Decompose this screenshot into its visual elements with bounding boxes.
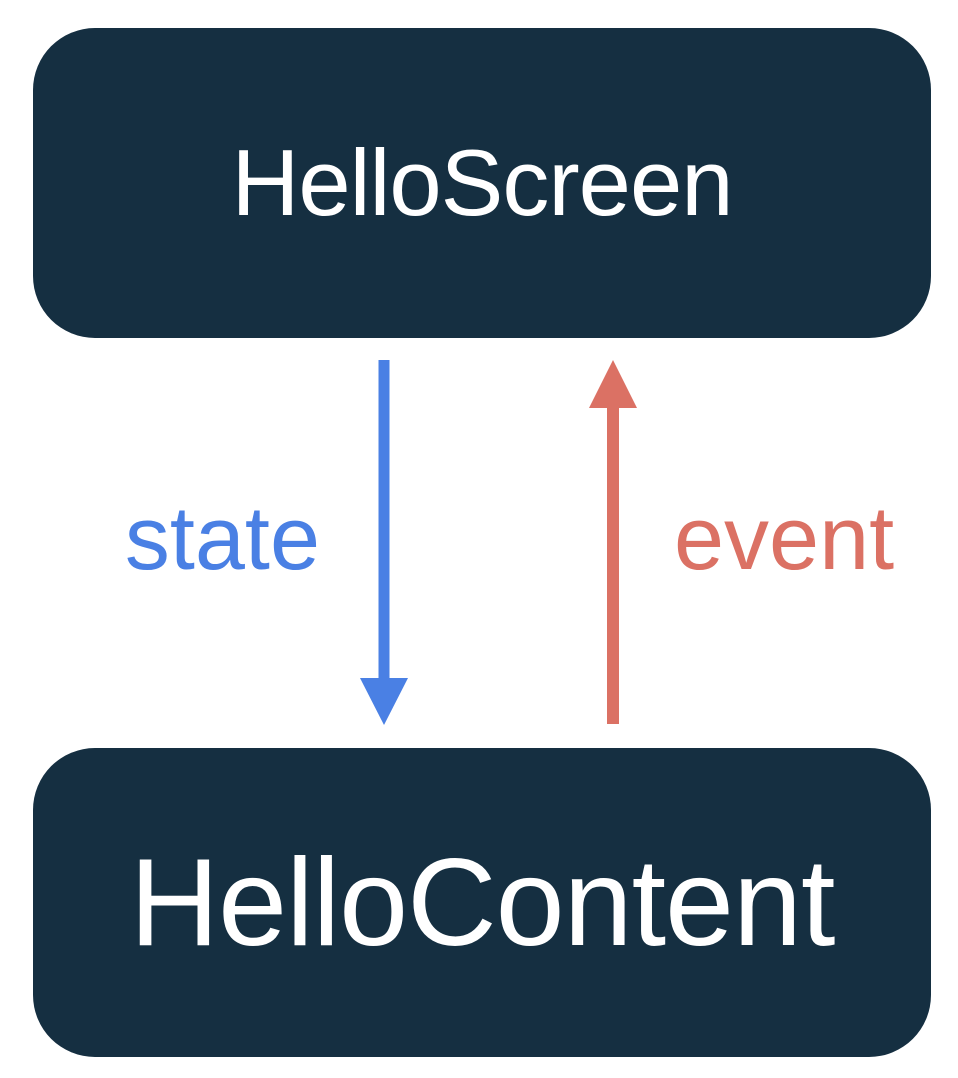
hello-content-label: HelloContent [129, 833, 836, 972]
event-label: event [674, 489, 895, 589]
state-arrow-shaft [378, 360, 389, 679]
state-label: state [124, 489, 320, 589]
event-up-arrow [588, 360, 637, 724]
event-arrowhead-up-icon [588, 360, 637, 408]
state-down-arrow [359, 360, 408, 725]
hello-screen-label: HelloScreen [231, 130, 733, 235]
state-arrowhead-down-icon [359, 678, 408, 725]
hello-content-box: HelloContent [33, 748, 931, 1057]
event-arrow-shaft [606, 407, 619, 724]
hello-screen-box: HelloScreen [33, 28, 931, 338]
